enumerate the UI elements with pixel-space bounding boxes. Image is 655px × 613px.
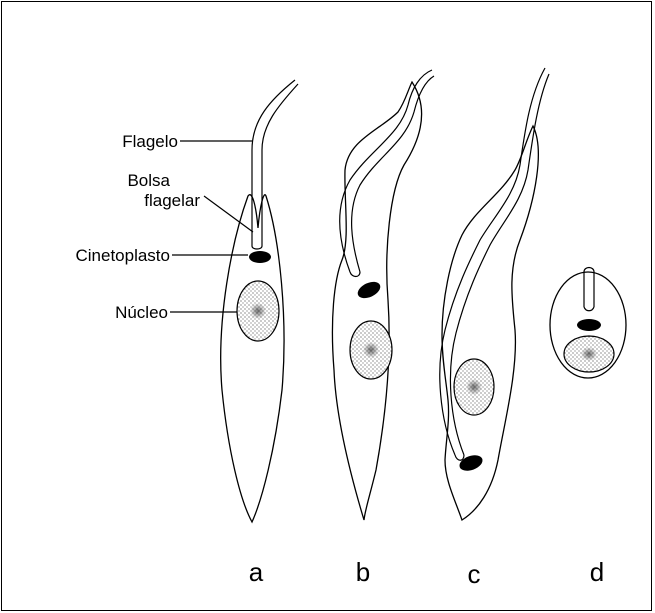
letter-b: b — [356, 557, 370, 587]
form-b-cell-body — [332, 82, 421, 520]
form-d-amastigote — [550, 268, 626, 379]
label-flagelo: Flagelo — [122, 132, 178, 151]
label-bolsa: Bolsa — [127, 171, 170, 190]
form-d-nucleolus — [581, 347, 597, 361]
letter-a: a — [249, 557, 264, 587]
label-cinetoplasto: Cinetoplasto — [75, 246, 170, 265]
form-b-epimastigote — [332, 70, 434, 520]
form-a-promastigote — [221, 80, 298, 522]
form-d-kinetoplast — [577, 319, 601, 331]
label-nucleo: Núcleo — [115, 303, 168, 322]
form-b-nucleolus — [363, 342, 379, 358]
letter-d: d — [590, 557, 604, 587]
form-a-kinetoplast — [249, 251, 271, 263]
letter-c: c — [468, 559, 481, 589]
label-flagelar: flagelar — [144, 191, 200, 210]
form-c-nucleolus — [466, 379, 482, 395]
form-c-trypomastigote — [440, 68, 549, 520]
form-a-nucleolus — [250, 303, 266, 319]
